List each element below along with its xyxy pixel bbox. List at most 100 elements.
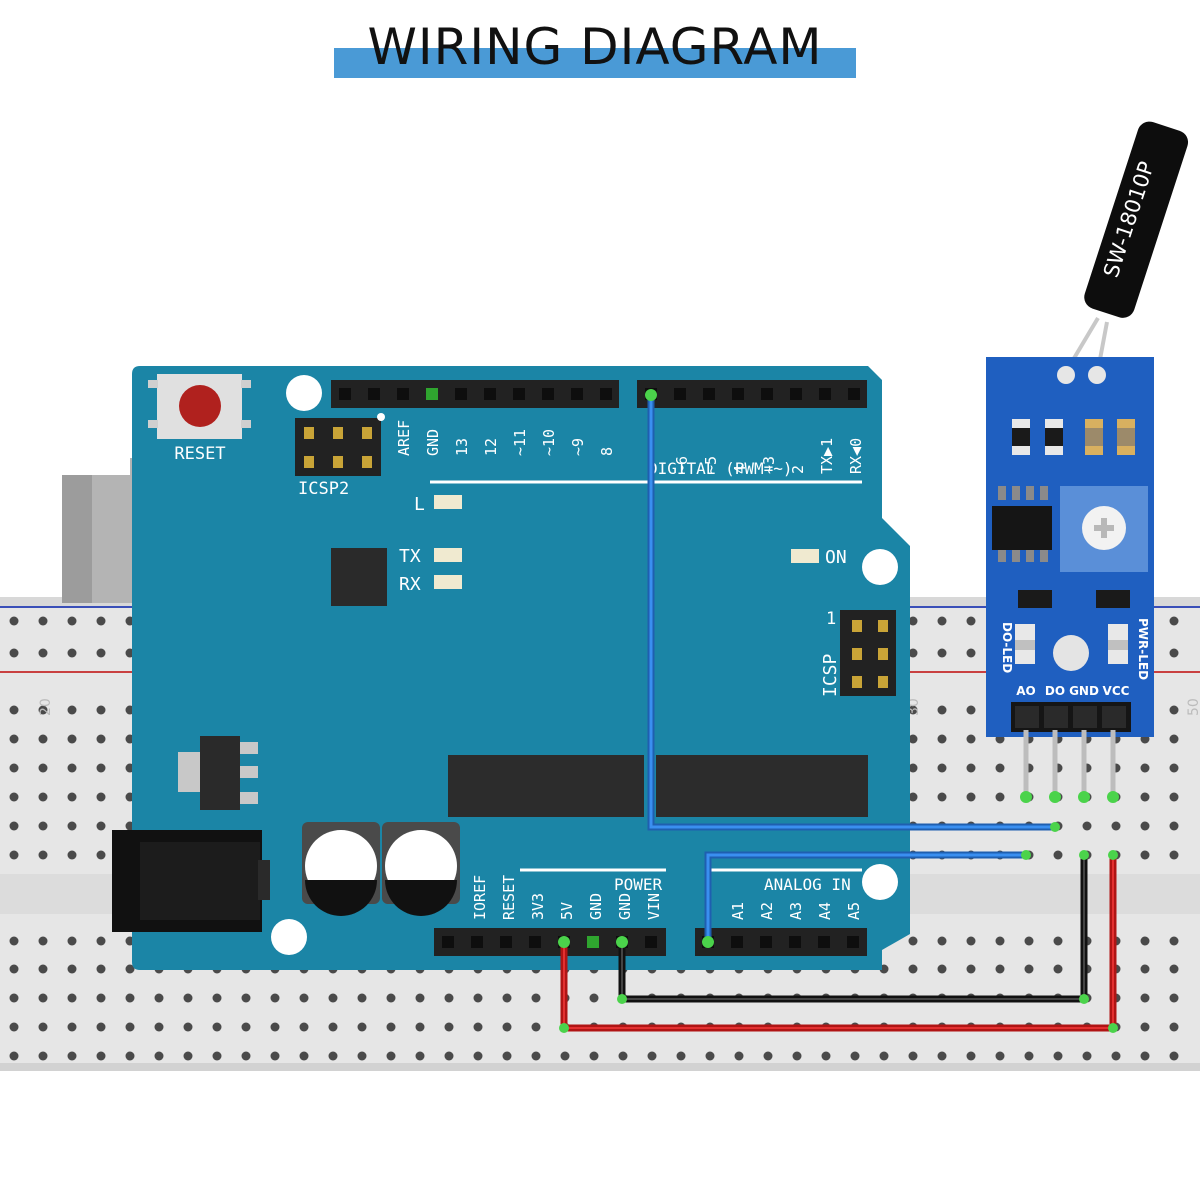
pin-label: 13 xyxy=(453,438,471,456)
pin-label: GND xyxy=(616,893,634,920)
header-pin xyxy=(848,388,860,400)
breadboard-hole xyxy=(96,616,106,626)
breadboard-hole xyxy=(38,964,48,974)
icsp-pin1-label: 1 xyxy=(826,609,836,629)
breadboard-hole xyxy=(154,1022,164,1032)
breadboard-hole xyxy=(1169,616,1179,626)
breadboard-hole xyxy=(908,792,918,802)
pin-label: 4 xyxy=(731,465,749,474)
analog-section-label: ANALOG IN xyxy=(764,875,851,894)
pin-label: A2 xyxy=(758,902,776,920)
breadboard-hole xyxy=(9,1051,19,1061)
led-on xyxy=(791,549,819,563)
breadboard-hole xyxy=(1169,993,1179,1003)
breadboard-hole xyxy=(38,648,48,658)
breadboard-hole xyxy=(67,821,77,831)
sensor-pin-label: GND xyxy=(1069,684,1099,698)
breadboard-hole xyxy=(1169,648,1179,658)
breadboard-hole xyxy=(67,616,77,626)
power-header xyxy=(434,928,666,956)
header-pin xyxy=(484,388,496,400)
led-tx-label: TX xyxy=(399,546,421,567)
breadboard-hole xyxy=(618,1051,628,1061)
breadboard-hole xyxy=(96,964,106,974)
breadboard-hole xyxy=(1140,964,1150,974)
breadboard-hole xyxy=(1024,1051,1034,1061)
pin-label: ~5 xyxy=(702,456,720,474)
header-pin xyxy=(674,388,686,400)
breadboard-hole xyxy=(386,1022,396,1032)
breadboard-hole xyxy=(473,993,483,1003)
breadboard-hole xyxy=(1053,1051,1063,1061)
breadboard-hole xyxy=(38,616,48,626)
breadboard-hole xyxy=(1169,705,1179,715)
breadboard-hole xyxy=(357,993,367,1003)
led-l-label: L xyxy=(414,494,425,515)
breadboard-hole xyxy=(299,1051,309,1061)
header-pin xyxy=(790,388,802,400)
breadboard-hole xyxy=(9,1022,19,1032)
breadboard-hole xyxy=(96,993,106,1003)
breadboard-hole xyxy=(589,993,599,1003)
breadboard-hole xyxy=(1111,1051,1121,1061)
breadboard-hole xyxy=(9,616,19,626)
breadboard-hole xyxy=(415,1022,425,1032)
breadboard-hole xyxy=(386,1051,396,1061)
mounting-hole xyxy=(286,375,322,411)
breadboard-hole xyxy=(328,1051,338,1061)
breadboard-hole xyxy=(9,763,19,773)
title-banner: WIRING DIAGRAM xyxy=(334,18,856,80)
breadboard-hole xyxy=(937,936,947,946)
voltage-regulator xyxy=(200,736,240,810)
breadboard-hole xyxy=(212,1022,222,1032)
breadboard-hole xyxy=(560,1051,570,1061)
header-pin xyxy=(471,936,483,948)
led-on-label: ON xyxy=(825,547,847,568)
pin-label: ~3 xyxy=(760,456,778,474)
pin-label: 12 xyxy=(482,438,500,456)
breadboard-hole xyxy=(415,1051,425,1061)
pin-label: GND xyxy=(424,429,442,456)
breadboard-hole xyxy=(821,1051,831,1061)
breadboard-hole xyxy=(908,936,918,946)
breadboard-row-number: 20 xyxy=(38,698,54,716)
do-led-label: DO-LED xyxy=(1000,622,1014,673)
sensor-pin-label: AO xyxy=(1016,684,1036,698)
breadboard-hole xyxy=(38,993,48,1003)
breadboard-hole xyxy=(212,1051,222,1061)
breadboard-hole xyxy=(502,1022,512,1032)
breadboard-hole xyxy=(1053,936,1063,946)
breadboard-hole xyxy=(531,1051,541,1061)
header-pin xyxy=(731,936,743,948)
breadboard-hole xyxy=(67,1022,77,1032)
breadboard-hole xyxy=(270,1051,280,1061)
breadboard-hole xyxy=(1169,821,1179,831)
breadboard-hole xyxy=(67,850,77,860)
icsp2-label: ICSP2 xyxy=(298,479,349,499)
breadboard-hole xyxy=(908,1051,918,1061)
breadboard-hole xyxy=(9,936,19,946)
breadboard-hole xyxy=(763,1051,773,1061)
breadboard-hole xyxy=(9,993,19,1003)
breadboard-hole xyxy=(9,964,19,974)
digital-header-pins xyxy=(339,388,612,400)
breadboard-hole xyxy=(9,850,19,860)
header-pin xyxy=(529,936,541,948)
header-pin xyxy=(819,388,831,400)
breadboard-hole xyxy=(1140,1051,1150,1061)
breadboard-hole xyxy=(1169,936,1179,946)
header-pin xyxy=(368,388,380,400)
led-rx xyxy=(434,575,462,589)
usb-chip xyxy=(331,548,387,606)
pin-label: 8 xyxy=(598,447,616,456)
breadboard-hole xyxy=(67,648,77,658)
mounting-hole xyxy=(862,549,898,585)
pin-label: IOREF xyxy=(471,875,489,920)
breadboard-hole xyxy=(966,1051,976,1061)
breadboard-hole xyxy=(357,1051,367,1061)
breadboard-hole xyxy=(995,936,1005,946)
diagram-title: WIRING DIAGRAM xyxy=(367,18,823,76)
